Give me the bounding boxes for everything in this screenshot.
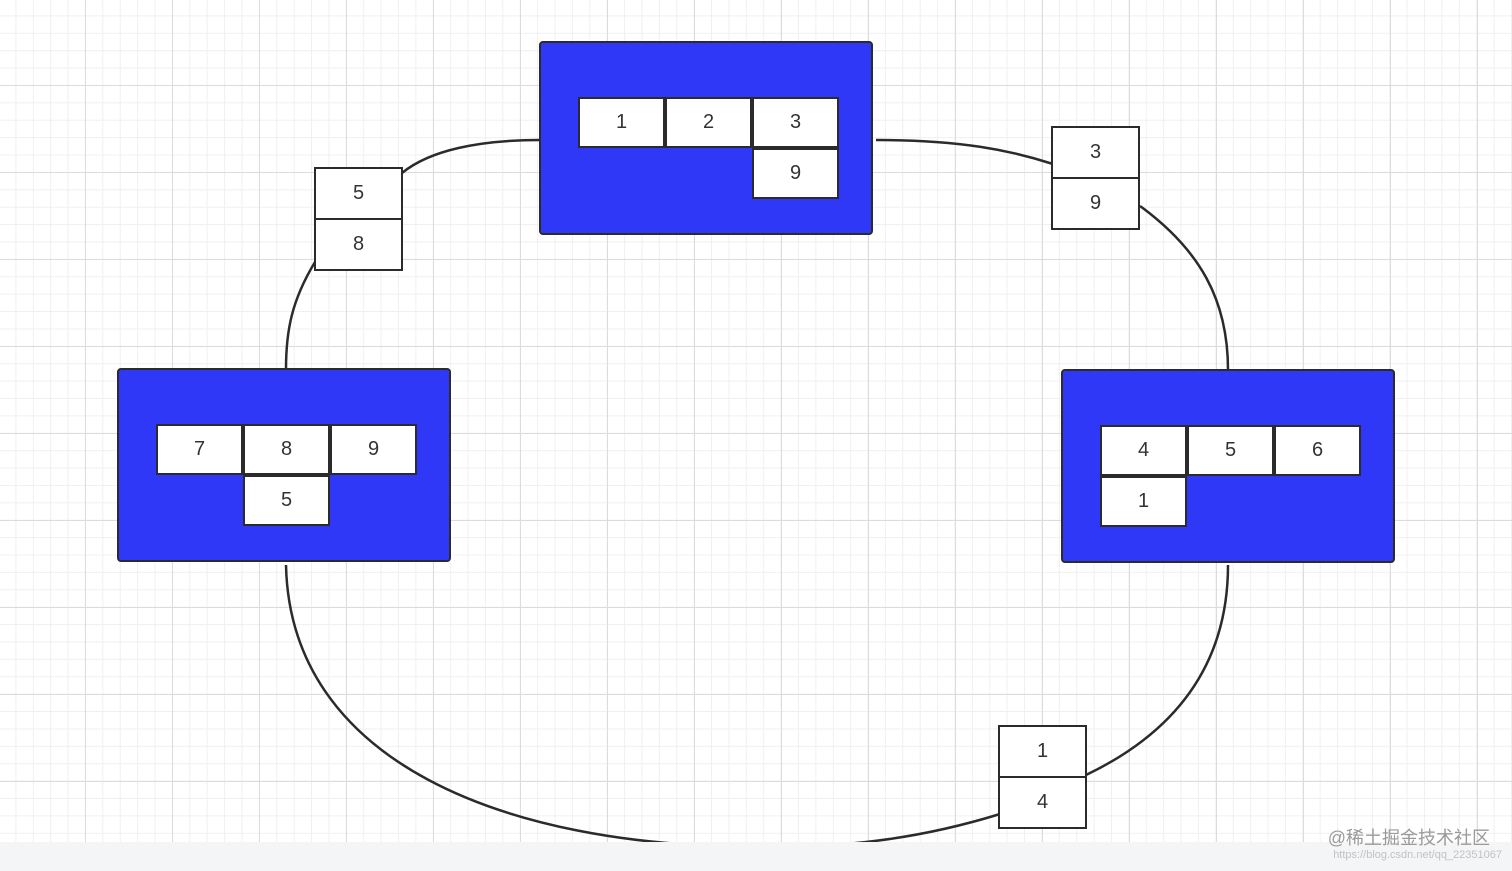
connector-top-to-transfer-3-9 [875,138,1054,166]
node-left-cell: 9 [330,424,417,475]
node-top-cell: 1 [578,97,665,148]
transfer-lower-cell: 8 [314,218,403,271]
node-right: 4 5 6 1 [1061,369,1395,563]
node-left-cell: 5 [243,475,330,526]
watermark-url: https://blog.csdn.net/qq_22351067 [1333,849,1502,861]
node-left: 7 8 9 5 [117,368,451,562]
transfer-lower-cell: 9 [1051,177,1140,230]
connector-transfer-3-9-to-right [1139,204,1230,371]
node-top-cell: 3 [752,97,839,148]
transfer-upper-cell: 3 [1051,126,1140,179]
node-right-cell: 6 [1274,425,1361,476]
watermark-text: @稀土掘金技术社区 [1327,828,1490,848]
node-left-cell: 7 [156,424,243,475]
connector-right-to-transfer-1-4 [1085,564,1230,777]
transfer-upper-cell: 1 [998,725,1087,778]
connector-top-to-transfer-5-8 [401,138,541,174]
node-top-cell: 2 [665,97,752,148]
node-left-cell: 8 [243,424,330,475]
transfer-top-left: 5 8 [314,167,403,271]
bottom-strip [0,842,1512,871]
transfer-lower-cell: 4 [998,776,1087,829]
transfer-bottom-right: 1 4 [998,725,1087,829]
node-top-cell: 9 [752,148,839,199]
node-top: 1 2 3 9 [539,41,873,235]
connector-transfer-5-8-to-left [284,261,317,370]
transfer-upper-cell: 5 [314,167,403,220]
node-right-cell: 4 [1100,425,1187,476]
node-right-cell: 1 [1100,476,1187,527]
node-right-cell: 5 [1187,425,1274,476]
transfer-top-right: 3 9 [1051,126,1140,230]
connector-transfer-1-4-to-left [284,564,1001,849]
